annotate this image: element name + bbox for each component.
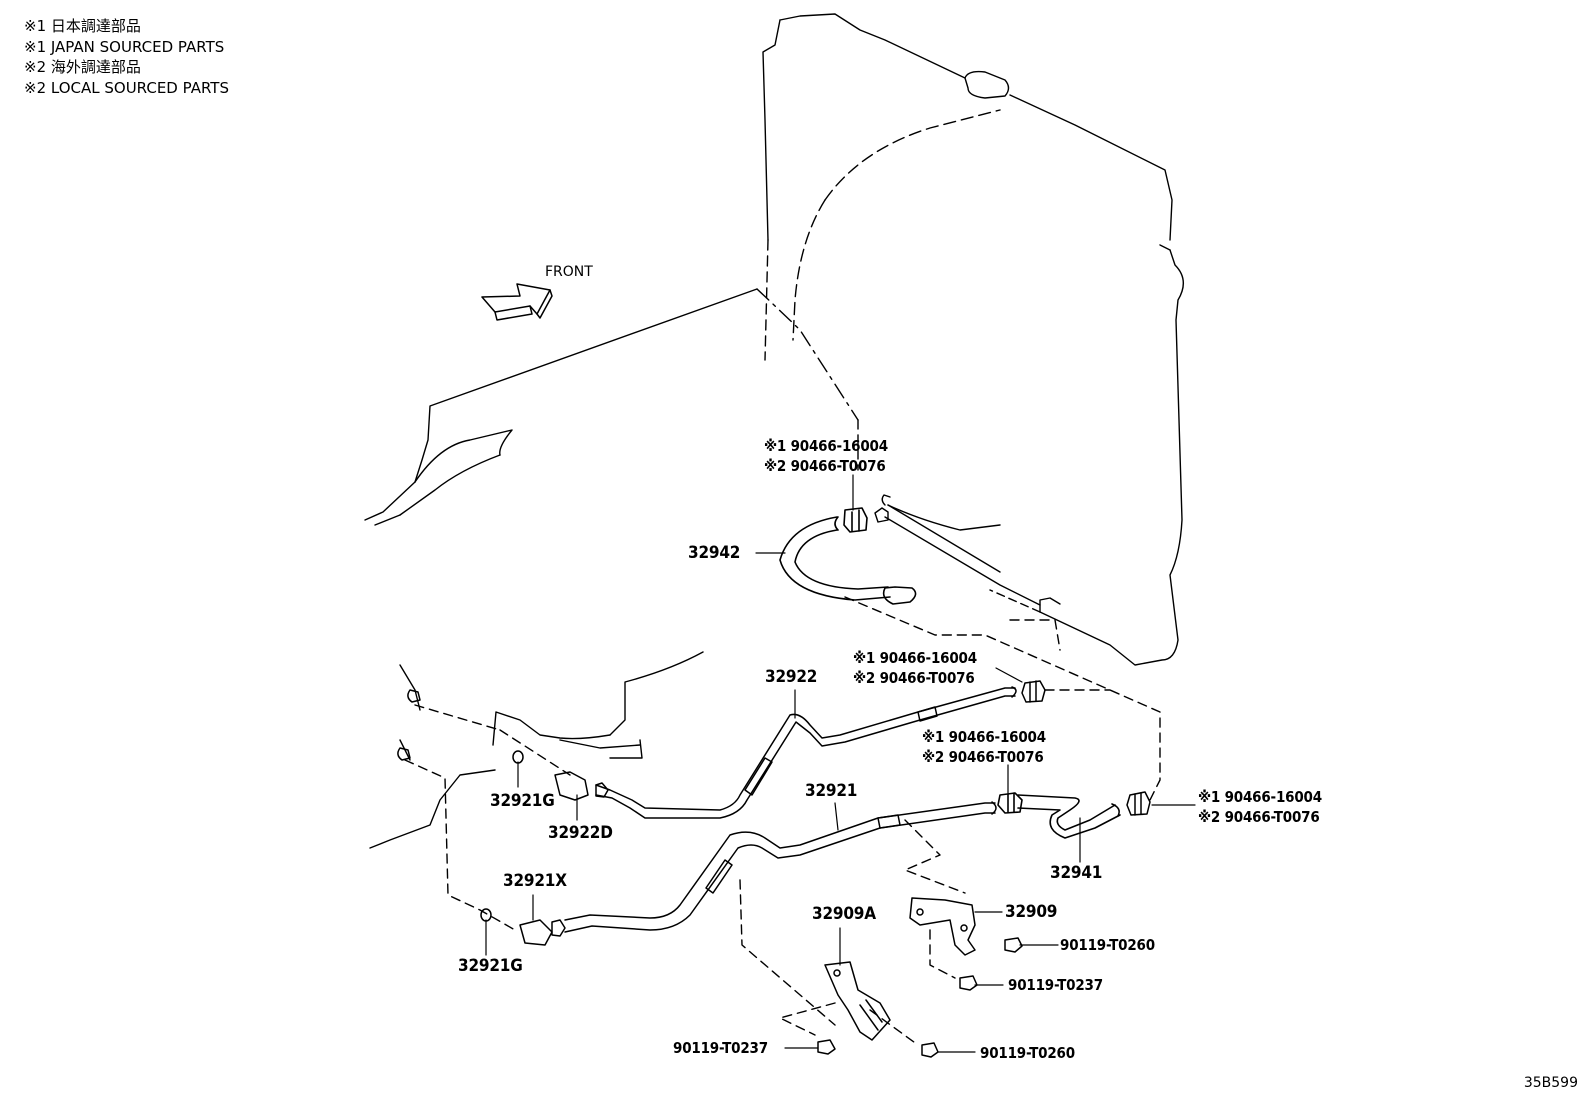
clamp-right-shape [1126, 791, 1151, 816]
transmission-outline [364, 288, 859, 849]
assembly-leader-lines [404, 419, 1161, 1046]
part-32922D-label[interactable]: 32922D [548, 823, 613, 843]
part-32922-label[interactable]: 32922 [765, 667, 818, 687]
part-32942-label[interactable]: 32942 [688, 543, 741, 563]
hose-32942-shape [779, 507, 917, 605]
front-arrow [481, 283, 553, 321]
bracket-32909A [824, 961, 891, 1041]
clamp-lower-line2: ※2 90466-T0076 [922, 748, 1044, 766]
clip-near-radiator [874, 507, 889, 523]
front-label: FRONT [545, 264, 593, 280]
part-32921X-label[interactable]: 32921X [503, 871, 567, 891]
note-line: ※1 日本調達部品 [24, 17, 141, 35]
note-line: ※2 海外調達部品 [24, 58, 141, 76]
bolt-T0260-lower-label[interactable]: 90119-T0260 [980, 1044, 1075, 1062]
diagram-code: 35B599 [1523, 1075, 1578, 1091]
part-32909-label[interactable]: 32909 [1005, 902, 1058, 922]
clamp-32922-end-shape [1021, 680, 1046, 703]
sourcing-notes: ※1 日本調達部品 ※1 JAPAN SOURCED PARTS ※2 海外調達… [24, 16, 229, 98]
clamp-middle-line2: ※2 90466-T0076 [853, 669, 975, 687]
pipe-32921-shape [519, 801, 997, 946]
clamp-right-line1: ※1 90466-16004 [1198, 788, 1322, 806]
clamp-lower-callout[interactable]: ※1 90466-16004 ※2 90466-T0076 [922, 727, 1046, 767]
part-32921G-bottom-label[interactable]: 32921G [458, 956, 523, 976]
bracket-32909 [909, 897, 976, 956]
clamp-upper-line2: ※2 90466-T0076 [764, 457, 886, 475]
clamp-middle-callout[interactable]: ※1 90466-16004 ※2 90466-T0076 [853, 648, 977, 688]
note-line: ※1 JAPAN SOURCED PARTS [24, 37, 225, 56]
clamp-right-line2: ※2 90466-T0076 [1198, 808, 1320, 826]
bolt-T0237-upper-label[interactable]: 90119-T0237 [1008, 976, 1103, 994]
clamp-upper-line1: ※1 90466-16004 [764, 437, 888, 455]
bolts [817, 937, 1023, 1058]
part-32941-label[interactable]: 32941 [1050, 863, 1103, 883]
clamp-upper-callout[interactable]: ※1 90466-16004 ※2 90466-T0076 [764, 436, 888, 476]
note-line: ※2 LOCAL SOURCED PARTS [24, 78, 229, 97]
clamp-middle-line1: ※1 90466-16004 [853, 649, 977, 667]
label-leader-lines [485, 474, 1196, 1053]
pipe-32922-shape [554, 686, 1017, 819]
part-32921G-top-label[interactable]: 32921G [490, 791, 555, 811]
part-32909A-label[interactable]: 32909A [812, 904, 876, 924]
part-32921-label[interactable]: 32921 [805, 781, 858, 801]
radiator-outline [762, 13, 1184, 666]
clamp-right-callout[interactable]: ※1 90466-16004 ※2 90466-T0076 [1198, 787, 1322, 827]
hose-32941-shape [997, 792, 1121, 839]
bolt-T0237-lower-label[interactable]: 90119-T0237 [673, 1039, 768, 1057]
clamp-lower-line1: ※1 90466-16004 [922, 728, 1046, 746]
bolt-T0260-upper-label[interactable]: 90119-T0260 [1060, 936, 1155, 954]
